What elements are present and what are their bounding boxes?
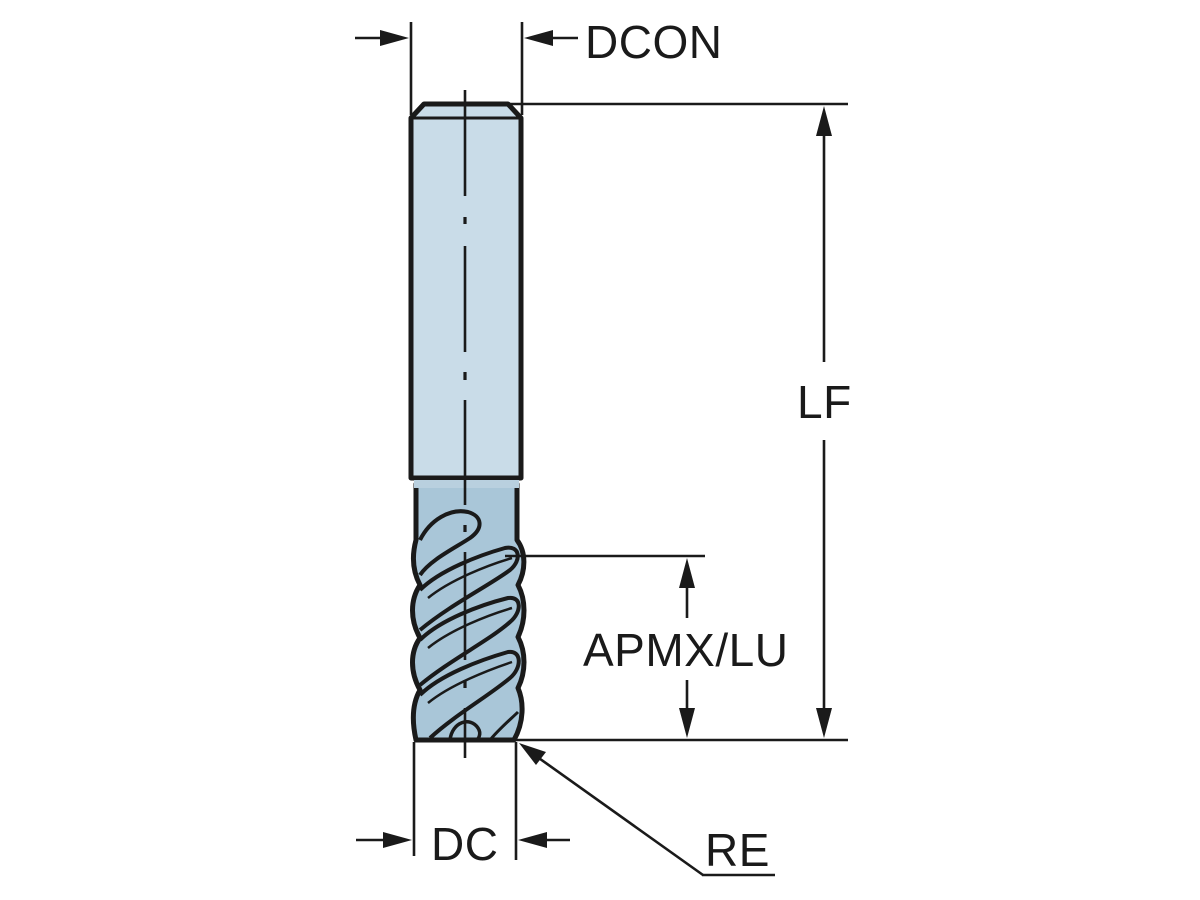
re-label: RE — [705, 824, 770, 876]
re-arrow-icon — [519, 743, 546, 765]
lf-arrow-up-icon — [816, 106, 832, 136]
re-leader: RE — [519, 743, 775, 877]
dcon-dimension: DCON — [355, 16, 722, 115]
lf-arrow-down-icon — [816, 708, 832, 738]
dcon-arrow-right-icon — [524, 30, 553, 46]
apmx-lu-dimension: APMX/LU — [505, 554, 788, 738]
dc-arrow-right-icon — [518, 832, 547, 848]
flute-helix-2b — [427, 556, 513, 599]
apmx-arrow-up-icon — [679, 558, 695, 588]
fluted-part — [410, 480, 527, 743]
flute-helix-3b — [427, 606, 513, 649]
neck-band — [414, 480, 519, 488]
dc-label: DC — [431, 818, 498, 870]
apmx-lu-label: APMX/LU — [583, 624, 788, 676]
apmx-arrow-down-icon — [679, 708, 695, 738]
dc-arrow-left-icon — [383, 832, 412, 848]
dcon-arrow-left-icon — [380, 30, 409, 46]
flute-helix-1 — [418, 509, 482, 577]
flute-helix-4b — [427, 660, 513, 704]
lf-label: LF — [797, 376, 852, 428]
dcon-label: DCON — [585, 16, 722, 68]
flute-helix-4 — [418, 649, 521, 740]
flute-helix-3 — [418, 595, 521, 687]
re-leader-line — [535, 754, 704, 877]
dc-dimension: DC — [356, 742, 570, 870]
flute-tip-curl — [448, 720, 482, 742]
flute-tip-edge — [488, 710, 520, 741]
lf-dimension: LF — [510, 102, 852, 742]
